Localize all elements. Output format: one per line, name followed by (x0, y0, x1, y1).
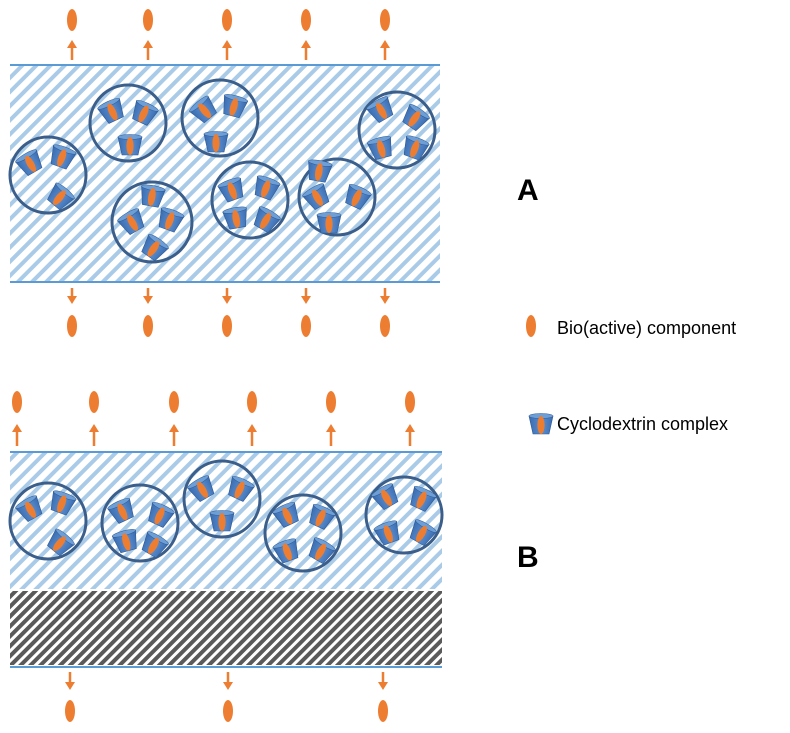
bioactive-component-icon (65, 700, 75, 722)
bioactive-component-icon (222, 9, 232, 31)
cyclodextrin-complex-icon (209, 510, 235, 532)
cyclodextrin-complex-icon (203, 131, 229, 153)
bioactive-component-icon (380, 315, 390, 337)
bioactive-component-icon (169, 391, 179, 413)
bioactive-component-icon (405, 391, 415, 413)
release-arrows-b (12, 391, 415, 722)
capsule-outline (100, 483, 180, 563)
bioactive-component-icon (12, 391, 22, 413)
release-arrow-icon (301, 40, 311, 60)
capsule (182, 459, 262, 539)
capsule-outline (8, 481, 88, 561)
release-arrow-icon (223, 672, 233, 690)
bioactive-component-icon (67, 9, 77, 31)
legend-bioactive-label: Bio(active) component (557, 318, 736, 338)
release-arrow-icon (380, 288, 390, 304)
cyclodextrin-complex-icon (316, 212, 342, 234)
capsule (180, 78, 260, 158)
capsule-outline (364, 475, 444, 555)
capsule-outline (297, 157, 377, 237)
capsule-outline (88, 83, 168, 163)
capsule-outline (182, 459, 262, 539)
release-arrow-icon (67, 40, 77, 60)
release-arrows-a (67, 9, 390, 337)
release-arrow-icon (326, 424, 336, 446)
capsule (110, 180, 194, 264)
capsule-outline (210, 160, 290, 240)
capsule (364, 475, 444, 555)
release-arrow-icon (380, 40, 390, 60)
bioactive-component-icon (301, 315, 311, 337)
cyclodextrin-complex-icon (117, 134, 143, 156)
bioactive-component-icon (222, 315, 232, 337)
bioactive-component-icon (247, 391, 257, 413)
legend-complex-label: Cyclodextrin complex (557, 414, 728, 434)
bioactive-component-icon (89, 391, 99, 413)
capsule (210, 160, 290, 240)
bioactive-component-icon (223, 700, 233, 722)
capsule (8, 481, 88, 561)
release-arrow-icon (65, 672, 75, 690)
capsule (100, 483, 180, 563)
bioactive-component-icon (380, 9, 390, 31)
cyclodextrin-legend-icon (528, 413, 554, 435)
release-arrow-icon (89, 424, 99, 446)
panel-b: B (8, 391, 539, 722)
capsule-outline (357, 90, 437, 170)
release-arrow-icon (67, 288, 77, 304)
panel-label-a: A (517, 174, 539, 207)
release-arrow-icon (301, 288, 311, 304)
bioactive-legend-icon (526, 315, 536, 337)
release-arrow-icon (247, 424, 257, 446)
capsules-a (8, 78, 437, 264)
release-arrow-icon (378, 672, 388, 690)
capsule-outline (110, 180, 194, 264)
capsule (263, 493, 343, 573)
capsule (88, 83, 168, 163)
capsule (297, 157, 377, 237)
capsule-outline (180, 78, 260, 158)
bioactive-component-icon (378, 700, 388, 722)
release-arrow-icon (169, 424, 179, 446)
bioactive-component-icon (143, 9, 153, 31)
bioactive-component-icon (326, 391, 336, 413)
capsule-outline (263, 493, 343, 573)
legend: Bio(active) component Cyclodextrin compl… (526, 315, 736, 435)
capsules-b (8, 459, 444, 573)
capsule (357, 90, 437, 170)
panel-label-b: B (517, 541, 539, 574)
release-arrow-icon (405, 424, 415, 446)
release-arrow-icon (143, 40, 153, 60)
capsule-outline (8, 135, 88, 215)
release-arrow-icon (143, 288, 153, 304)
capsule (8, 135, 88, 215)
panel-a: A (8, 9, 539, 337)
barrier-layer-b (10, 591, 442, 668)
bioactive-component-icon (301, 9, 311, 31)
release-arrow-icon (222, 40, 232, 60)
bioactive-component-icon (67, 315, 77, 337)
release-arrow-icon (222, 288, 232, 304)
bioactive-component-icon (143, 315, 153, 337)
release-arrow-icon (12, 424, 22, 446)
